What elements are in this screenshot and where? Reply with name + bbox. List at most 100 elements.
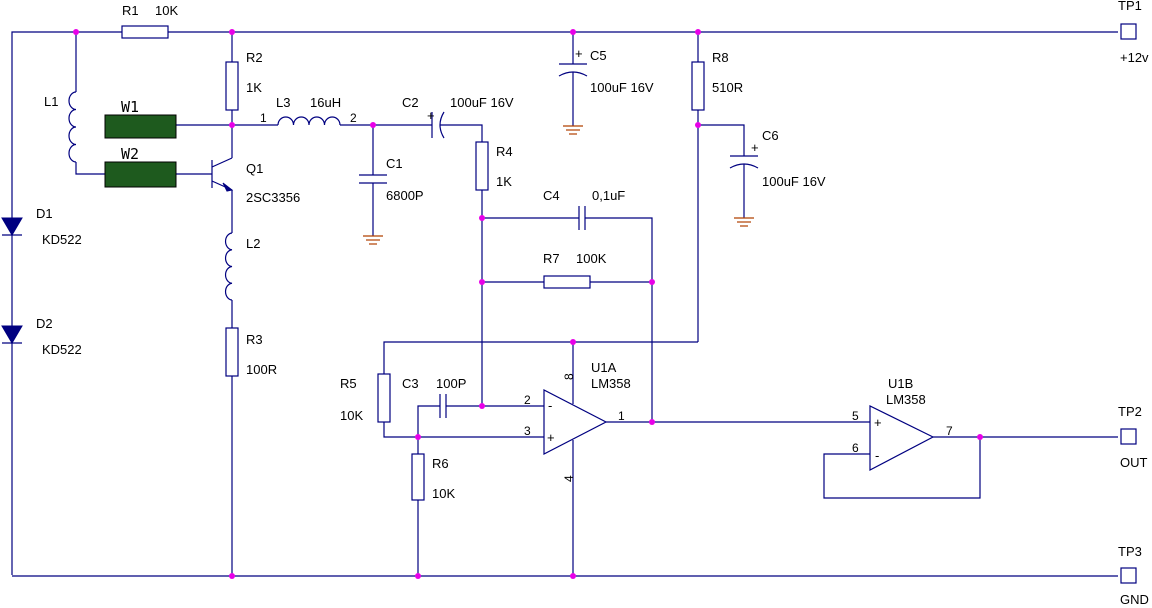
c3-ref: C3 xyxy=(402,376,419,391)
transistor-q1: Q1 2SC3356 xyxy=(211,157,300,205)
c4-value: 0,1uF xyxy=(592,188,625,203)
d2-ref: D2 xyxy=(36,316,53,331)
junction-dot xyxy=(977,434,983,440)
diode-d2: D2 KD522 xyxy=(1,316,82,357)
c6-value: 100uF 16V xyxy=(762,174,826,189)
q1-value: 2SC3356 xyxy=(246,190,300,205)
diode-d1: D1 KD522 xyxy=(1,206,82,247)
junction-dot xyxy=(415,434,421,440)
u1b-pin-out: 7 xyxy=(946,424,953,438)
capacitor-c5: + C5 100uF 16V xyxy=(558,46,654,95)
tp2-ref: TP2 xyxy=(1118,404,1142,419)
u1a-ref: U1A xyxy=(591,360,617,375)
u1a-pin-inv: 2 xyxy=(524,393,531,407)
junction-dot xyxy=(229,122,235,128)
resistor-r1: R1 10K xyxy=(121,3,178,39)
u1b-plus: + xyxy=(874,415,882,430)
opamp-u1a: - + U1A LM358 2 3 1 8 4 xyxy=(524,360,631,482)
capacitor-c3: C3 100P xyxy=(402,376,466,418)
c1-value: 6800P xyxy=(386,188,424,203)
u1b-ref: U1B xyxy=(888,376,913,391)
u1a-pin-vcc: 8 xyxy=(562,373,576,380)
u1b-pin-noninv: 5 xyxy=(852,409,859,423)
junction-dot xyxy=(649,419,655,425)
r4-ref: R4 xyxy=(496,144,513,159)
resistor-r4: R4 1K xyxy=(475,141,513,191)
r6-ref: R6 xyxy=(432,456,449,471)
junction-dot xyxy=(570,573,576,579)
l2-ref: L2 xyxy=(246,236,260,251)
d1-ref: D1 xyxy=(36,206,53,221)
r1-ref: R1 xyxy=(122,3,139,18)
c2-ref: C2 xyxy=(402,95,419,110)
c6-plus: + xyxy=(751,140,759,155)
r7-value: 100K xyxy=(576,251,607,266)
tp1-label: +12v xyxy=(1120,50,1149,65)
c5-ref: C5 xyxy=(590,48,607,63)
junction-dot xyxy=(570,29,576,35)
junction-dot xyxy=(479,215,485,221)
resistor-r6: R6 10K xyxy=(411,453,455,501)
r3-ref: R3 xyxy=(246,332,263,347)
c5-plus: + xyxy=(575,46,583,61)
junction-dot xyxy=(570,339,576,345)
junction-dots xyxy=(73,29,983,579)
ground-symbol-c5 xyxy=(563,125,583,135)
w1-ref: W1 xyxy=(121,98,139,116)
capacitor-c4: C4 0,1uF xyxy=(543,188,625,230)
c1-ref: C1 xyxy=(386,156,403,171)
u1a-value: LM358 xyxy=(591,376,631,391)
junction-dot xyxy=(479,403,485,409)
r4-value: 1K xyxy=(496,174,512,189)
u1a-pin-out: 1 xyxy=(618,409,625,423)
l3-ref: L3 xyxy=(276,95,290,110)
c3-value: 100P xyxy=(436,376,466,391)
junction-dot xyxy=(229,573,235,579)
junction-dot xyxy=(229,29,235,35)
tp2-label: OUT xyxy=(1120,455,1148,470)
ground-symbol-c6 xyxy=(734,217,754,227)
l3-pin1: 1 xyxy=(260,111,267,125)
c6-ref: C6 xyxy=(762,128,779,143)
w2-ref: W2 xyxy=(121,145,139,163)
c4-ref: C4 xyxy=(543,188,560,203)
inductor-l2: L2 xyxy=(225,232,260,301)
junction-dot xyxy=(479,279,485,285)
r8-value: 510R xyxy=(712,80,743,95)
u1a-plus: + xyxy=(547,430,555,445)
r6-value: 10K xyxy=(432,486,455,501)
test-point-tp3: TP3 GND xyxy=(1118,544,1149,607)
u1a-minus: - xyxy=(548,398,552,413)
junction-dot xyxy=(370,122,376,128)
l1-ref: L1 xyxy=(44,94,58,109)
junction-dot xyxy=(73,29,79,35)
q1-ref: Q1 xyxy=(246,161,263,176)
inductor-l3: L3 16uH 1 2 xyxy=(260,95,357,126)
u1b-minus: - xyxy=(875,448,879,463)
capacitor-c6: + C6 100uF 16V xyxy=(729,128,826,189)
tp1-ref: TP1 xyxy=(1118,0,1142,13)
junction-dot xyxy=(649,279,655,285)
c2-value: 100uF 16V xyxy=(450,95,514,110)
winding-w2: W2 xyxy=(104,145,177,188)
r3-value: 100R xyxy=(246,362,277,377)
test-point-tp1: TP1 +12v xyxy=(1118,0,1149,65)
winding-w1: W1 xyxy=(104,98,177,139)
test-point-tp2: TP2 OUT xyxy=(1118,404,1148,470)
r1-value: 10K xyxy=(155,3,178,18)
d2-value: KD522 xyxy=(42,342,82,357)
l3-value: 16uH xyxy=(310,95,341,110)
c5-value: 100uF 16V xyxy=(590,80,654,95)
junction-dot xyxy=(695,29,701,35)
r2-value: 1K xyxy=(246,80,262,95)
inductor-l1: L1 xyxy=(44,91,77,163)
u1a-pin-noninv: 3 xyxy=(524,424,531,438)
tp3-ref: TP3 xyxy=(1118,544,1142,559)
resistor-r7: R7 100K xyxy=(543,251,607,289)
resistor-r3: R3 100R xyxy=(225,327,277,377)
d1-value: KD522 xyxy=(42,232,82,247)
r5-value: 10K xyxy=(340,408,363,423)
resistor-r2: R2 1K xyxy=(225,50,263,111)
r7-ref: R7 xyxy=(543,251,560,266)
